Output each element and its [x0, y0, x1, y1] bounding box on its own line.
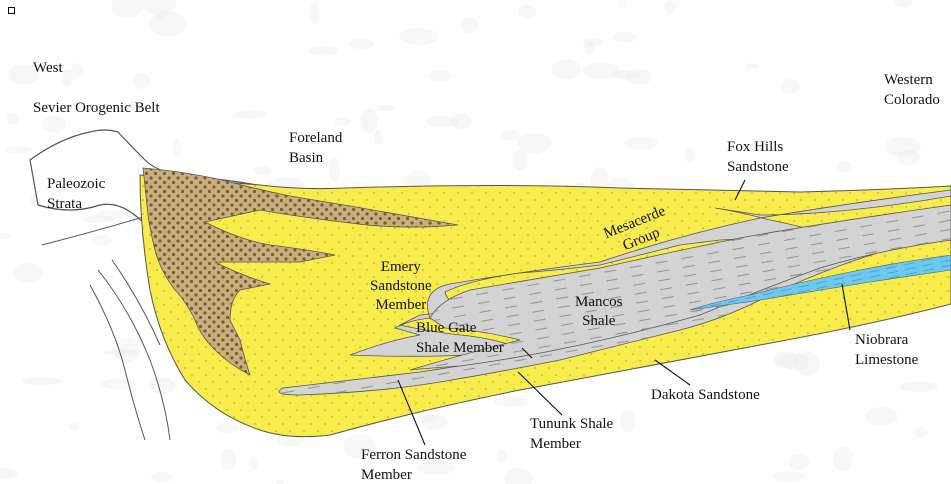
background-speckle: [620, 410, 635, 433]
label-niobrara-limestone: Niobrara Limestone: [855, 330, 918, 370]
label-blue-gate-shale-member: Blue Gate Shale Member: [416, 318, 504, 358]
background-speckle: [518, 5, 536, 18]
background-speckle: [780, 79, 799, 93]
background-speckle: [374, 130, 382, 145]
background-speckle: [624, 137, 658, 150]
background-speckle: [216, 423, 239, 434]
background-speckle: [308, 46, 338, 56]
background-speckle: [62, 69, 73, 87]
background-speckle: [114, 338, 141, 363]
background-speckle: [501, 130, 520, 141]
background-speckle: [493, 398, 528, 407]
background-speckle: [155, 15, 166, 21]
background-speckle: [349, 38, 374, 49]
background-speckle: [426, 116, 459, 127]
label-ferron-sandstone-member: Ferron Sandstone Member: [361, 445, 466, 484]
background-speckle: [497, 450, 508, 463]
background-speckle: [151, 472, 173, 483]
label-foreland-basin: Foreland Basin: [289, 128, 342, 168]
background-speckle: [552, 59, 582, 79]
background-speckle: [360, 109, 378, 133]
background-speckle: [833, 446, 853, 471]
background-speckle: [428, 70, 451, 82]
background-speckle: [894, 0, 912, 7]
strata-line: [90, 285, 145, 440]
label-west: West: [33, 58, 63, 78]
background-speckle: [900, 381, 938, 392]
background-speckle: [111, 0, 143, 18]
background-speckle: [461, 17, 478, 33]
leader-line-dakota: [655, 360, 690, 385]
background-speckle: [504, 468, 532, 484]
background-speckle: [13, 263, 44, 283]
background-speckle: [82, 216, 114, 223]
background-speckle: [4, 146, 32, 153]
background-speckle: [335, 117, 351, 126]
background-speckle: [133, 73, 150, 89]
background-speckle: [865, 407, 897, 426]
background-speckle: [254, 166, 272, 175]
background-speckle: [7, 112, 19, 125]
label-sevier-orogenic-belt: Sevier Orogenic Belt: [33, 98, 160, 118]
background-speckle: [613, 32, 637, 43]
label-dakota-sandstone: Dakota Sandstone: [651, 385, 760, 405]
background-speckle: [583, 63, 620, 80]
label-paleozoic-strata: Paleozoic Strata: [47, 174, 105, 214]
background-speckle: [745, 63, 758, 69]
background-speckle: [0, 468, 18, 479]
background-speckle: [91, 235, 112, 245]
background-speckle: [885, 137, 921, 156]
background-speckle: [149, 376, 175, 394]
background-speckle: [789, 454, 810, 470]
background-speckle: [101, 378, 138, 389]
background-speckle: [399, 28, 438, 45]
label-emery-sandstone-member: Emery Sandstone Member: [370, 258, 432, 315]
background-speckle: [837, 161, 853, 172]
background-speckle: [664, 1, 676, 14]
background-speckle: [517, 133, 551, 154]
background-speckle: [772, 471, 804, 481]
label-tununk-shale-member: Tununk Shale Member: [530, 414, 613, 454]
background-speckle: [685, 147, 694, 163]
label-mancos-shale: Mancos Shale: [575, 293, 623, 331]
background-speckle: [173, 138, 182, 156]
background-speckle: [235, 110, 267, 119]
background-speckle: [0, 233, 11, 239]
background-speckle: [250, 456, 258, 469]
background-speckle: [417, 414, 439, 422]
background-speckle: [42, 116, 66, 133]
background-speckle: [149, 12, 187, 37]
background-speckle: [375, 105, 395, 112]
background-speckle: [309, 3, 319, 24]
background-speckle: [221, 449, 237, 469]
label-fox-hills-sandstone: Fox Hills Sandstone: [727, 137, 789, 177]
background-speckle: [21, 377, 61, 385]
label-western-colorado: Western Colorado: [884, 70, 940, 110]
background-speckle: [779, 353, 809, 371]
background-speckle: [618, 0, 627, 9]
background-speckle: [68, 423, 79, 430]
background-speckle: [913, 428, 928, 438]
background-speckle: [514, 149, 527, 170]
background-speckle: [71, 63, 84, 76]
background-speckle: [276, 480, 284, 484]
background-speckle: [584, 42, 595, 54]
